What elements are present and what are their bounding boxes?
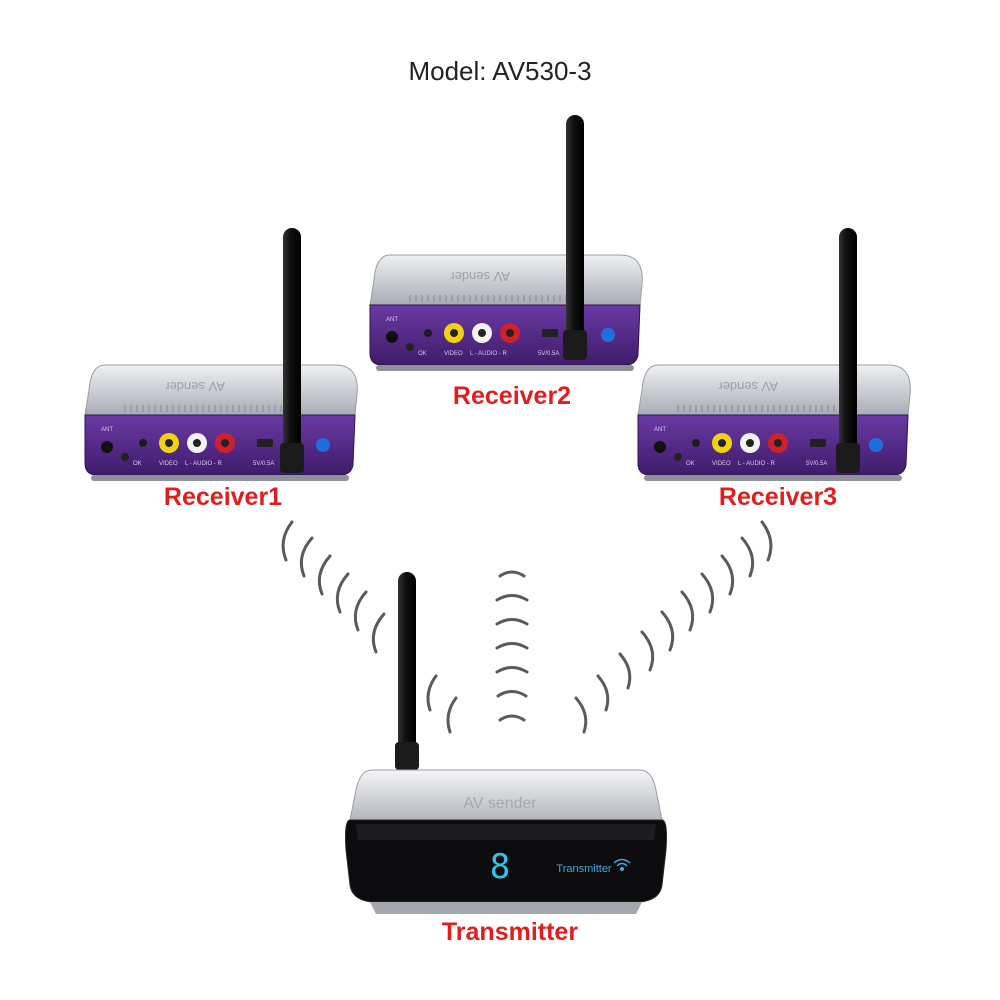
transmitter-brand: AV sender xyxy=(463,795,537,812)
receiver3-antenna xyxy=(836,228,860,473)
signal-waves-left xyxy=(281,520,458,734)
receiver3-label: Receiver3 xyxy=(718,483,838,511)
transmitter-device: AV sender 8 Transmitter xyxy=(345,769,667,914)
receiver3-device xyxy=(637,364,911,482)
transmitter-panel-text: Transmitter xyxy=(556,863,612,875)
receiver2-antenna xyxy=(563,115,587,360)
receiver2-device xyxy=(369,254,643,372)
transmitter-label: Transmitter xyxy=(441,918,579,946)
receiver2-label: Receiver2 xyxy=(452,382,572,410)
receiver1-label: Receiver1 xyxy=(163,483,283,511)
signal-waves-right xyxy=(574,520,773,734)
transmitter-display-digit: 8 xyxy=(490,847,510,887)
wifi-icon xyxy=(613,858,631,872)
signal-waves-center xyxy=(495,570,529,722)
receiver1-device xyxy=(84,364,358,482)
transmitter-antenna xyxy=(395,572,419,770)
receiver1-antenna xyxy=(280,228,304,473)
model-title: Model: AV530-3 xyxy=(408,56,592,86)
